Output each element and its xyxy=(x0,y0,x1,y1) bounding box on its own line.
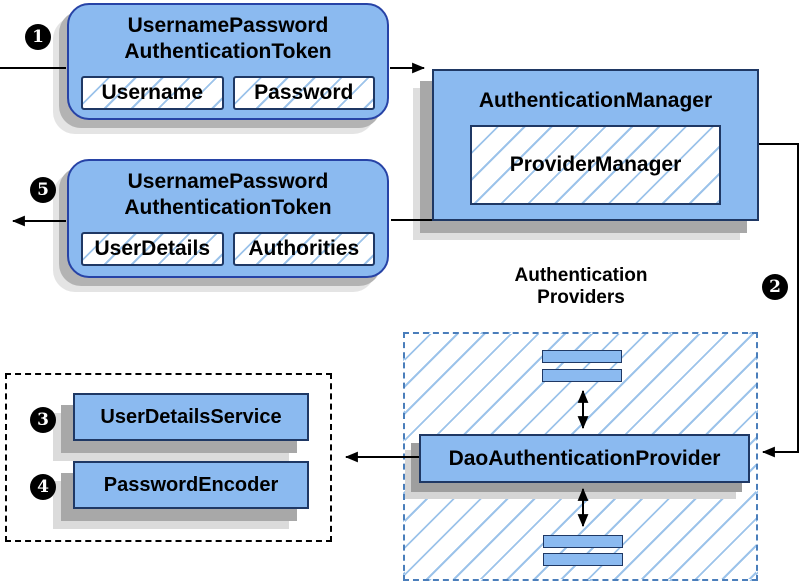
node-title: UsernamePassword AuthenticationToken xyxy=(69,161,387,221)
step-3-badge: 3 xyxy=(30,407,56,433)
step-1-badge: 1 xyxy=(25,24,51,50)
username-password-authentication-token-response-node: UsernamePassword AuthenticationToken Use… xyxy=(67,159,389,278)
token-fields: UserDetails Authorities xyxy=(69,232,387,266)
heading-line1: Authentication xyxy=(514,265,648,286)
user-details-field: UserDetails xyxy=(81,232,224,266)
node-title-line2: AuthenticationToken xyxy=(124,196,332,219)
provider-placeholder-bar xyxy=(543,535,623,548)
provider-placeholder-bar xyxy=(542,369,622,382)
heading-line2: Providers xyxy=(537,287,625,308)
authorities-field: Authorities xyxy=(232,232,375,266)
node-title-line1: UsernamePassword xyxy=(127,14,329,37)
node-title-line1: UsernamePassword xyxy=(127,170,329,193)
token-fields: Username Password xyxy=(69,76,387,110)
authentication-manager-title: AuthenticationManager xyxy=(478,89,713,112)
step-5-badge: 5 xyxy=(30,177,56,203)
beans-group-box xyxy=(5,373,332,542)
provider-placeholder-bar xyxy=(542,350,622,363)
node-title: UsernamePassword AuthenticationToken xyxy=(69,5,387,65)
password-encoder-node: PasswordEncoder xyxy=(73,461,309,509)
authentication-providers-heading: Authentication Providers xyxy=(403,265,759,309)
username-password-authentication-token-request-node: UsernamePassword AuthenticationToken Use… xyxy=(67,3,389,120)
password-field: Password xyxy=(232,76,375,110)
username-field: Username xyxy=(81,76,224,110)
step-4-badge: 4 xyxy=(30,474,56,500)
node-title-line2: AuthenticationToken xyxy=(124,40,332,63)
provider-manager-box: ProviderManager xyxy=(470,125,721,205)
authentication-manager-node: AuthenticationManager ProviderManager xyxy=(432,69,759,221)
dao-authentication-provider-node: DaoAuthenticationProvider xyxy=(419,434,750,483)
step-2-badge: 2 xyxy=(762,274,788,300)
user-details-service-node: UserDetailsService xyxy=(73,393,309,441)
provider-placeholder-bar xyxy=(543,553,623,566)
